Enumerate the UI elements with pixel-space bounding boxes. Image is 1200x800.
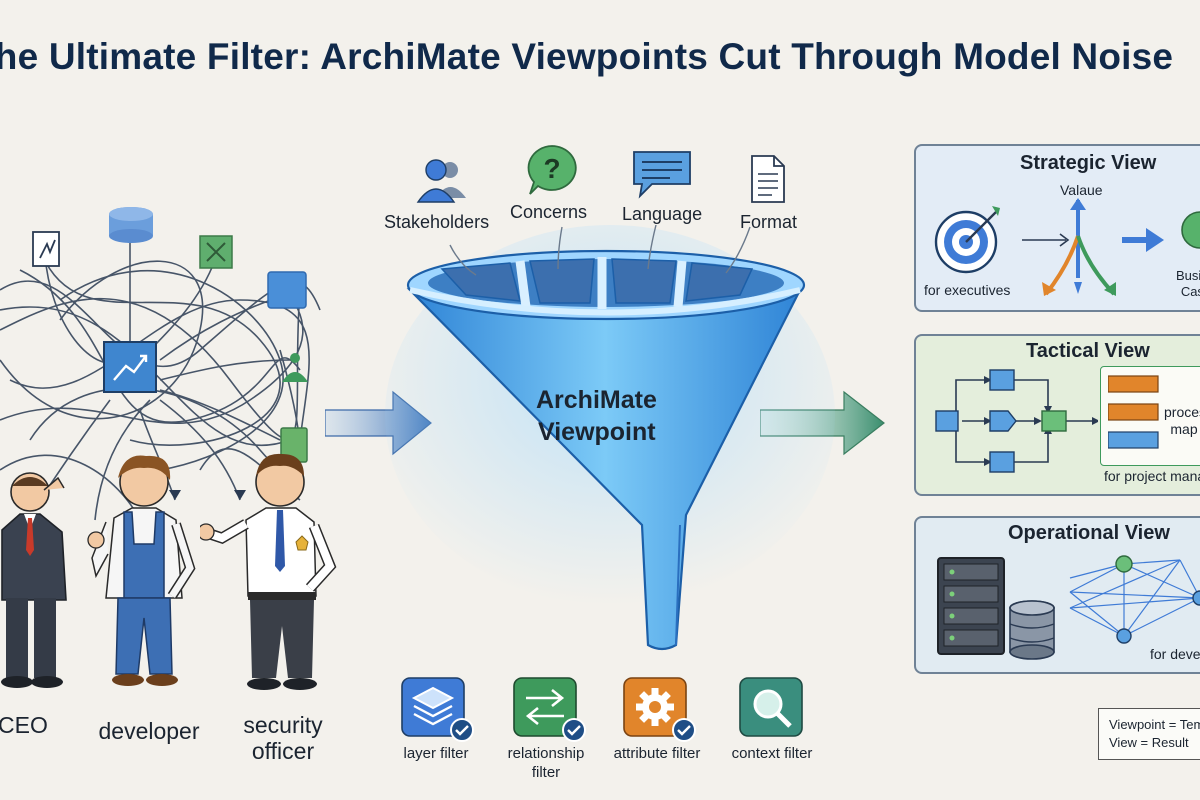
model-node-icon <box>32 231 60 267</box>
magnifier-icon[interactable] <box>738 676 808 742</box>
aspect-label-format: Format <box>740 212 798 232</box>
funnel-label-line2: Viewpoint <box>538 418 656 446</box>
tactical-result-label: process map <box>1164 404 1200 437</box>
strategic-value-label: Valaue <box>1060 182 1103 198</box>
component-node-icon <box>199 235 233 269</box>
strategic-audience: for executives <box>924 282 1011 298</box>
document-icon <box>751 155 785 203</box>
database-node-icon <box>109 207 153 243</box>
page-title: The Ultimate Filter: ArchiMate Viewpoint… <box>0 36 1174 77</box>
server-rack-icon <box>937 557 1055 660</box>
filter-label-attribute: attribute filter <box>613 745 701 762</box>
filter-label-context: context filter <box>731 745 813 762</box>
person-developer-icon <box>87 455 196 686</box>
aspect-label-language: Language <box>622 204 703 224</box>
process-flow-diagram <box>935 369 1098 473</box>
person-label-developer: developer <box>98 718 200 744</box>
person-security-officer-icon <box>200 453 337 690</box>
person-label-ceo: CEO <box>0 712 48 738</box>
process-map-bars <box>1108 375 1159 449</box>
tactical-audience: for project managers <box>1104 468 1200 484</box>
strategic-result-label: Business Case <box>1176 268 1200 299</box>
value-arrows-diagram <box>1022 198 1200 296</box>
funnel-label-line1: ArchiMate <box>536 386 657 414</box>
filter-label-relationship: relationship filter <box>507 745 585 781</box>
aspect-label-stakeholders: Stakeholders <box>384 212 490 232</box>
gear-icon[interactable] <box>622 676 700 742</box>
svg-text:?: ? <box>543 153 560 184</box>
actor-node-icon <box>282 353 308 382</box>
chart-node-icon <box>103 341 157 393</box>
aspect-label-concerns: Concerns <box>510 202 588 222</box>
target-icon <box>934 206 1000 274</box>
person-ceo-icon <box>1 472 67 688</box>
legend-line-viewpoint: Viewpoint = Template <box>1109 717 1200 732</box>
legend-line-view: View = Result <box>1109 735 1189 750</box>
person-label-security-officer: security officer <box>243 712 323 764</box>
question-bubble-icon: ? <box>527 145 577 195</box>
chat-bubble-icon <box>633 151 691 199</box>
operational-view-title: Operational View <box>1008 522 1170 544</box>
network-graph <box>1069 555 1200 644</box>
layers-icon[interactable] <box>400 676 478 742</box>
users-icon <box>416 159 466 203</box>
swap-arrows-icon[interactable] <box>512 676 590 742</box>
strategic-view-title: Strategic View <box>1020 152 1157 174</box>
funnel-graphic <box>385 225 835 651</box>
legend-box: Viewpoint = Template View = Result <box>1098 708 1200 760</box>
filter-label-layer: layer filter <box>403 745 469 762</box>
tactical-view-title: Tactical View <box>1026 340 1150 362</box>
node-box-icon <box>267 271 307 309</box>
